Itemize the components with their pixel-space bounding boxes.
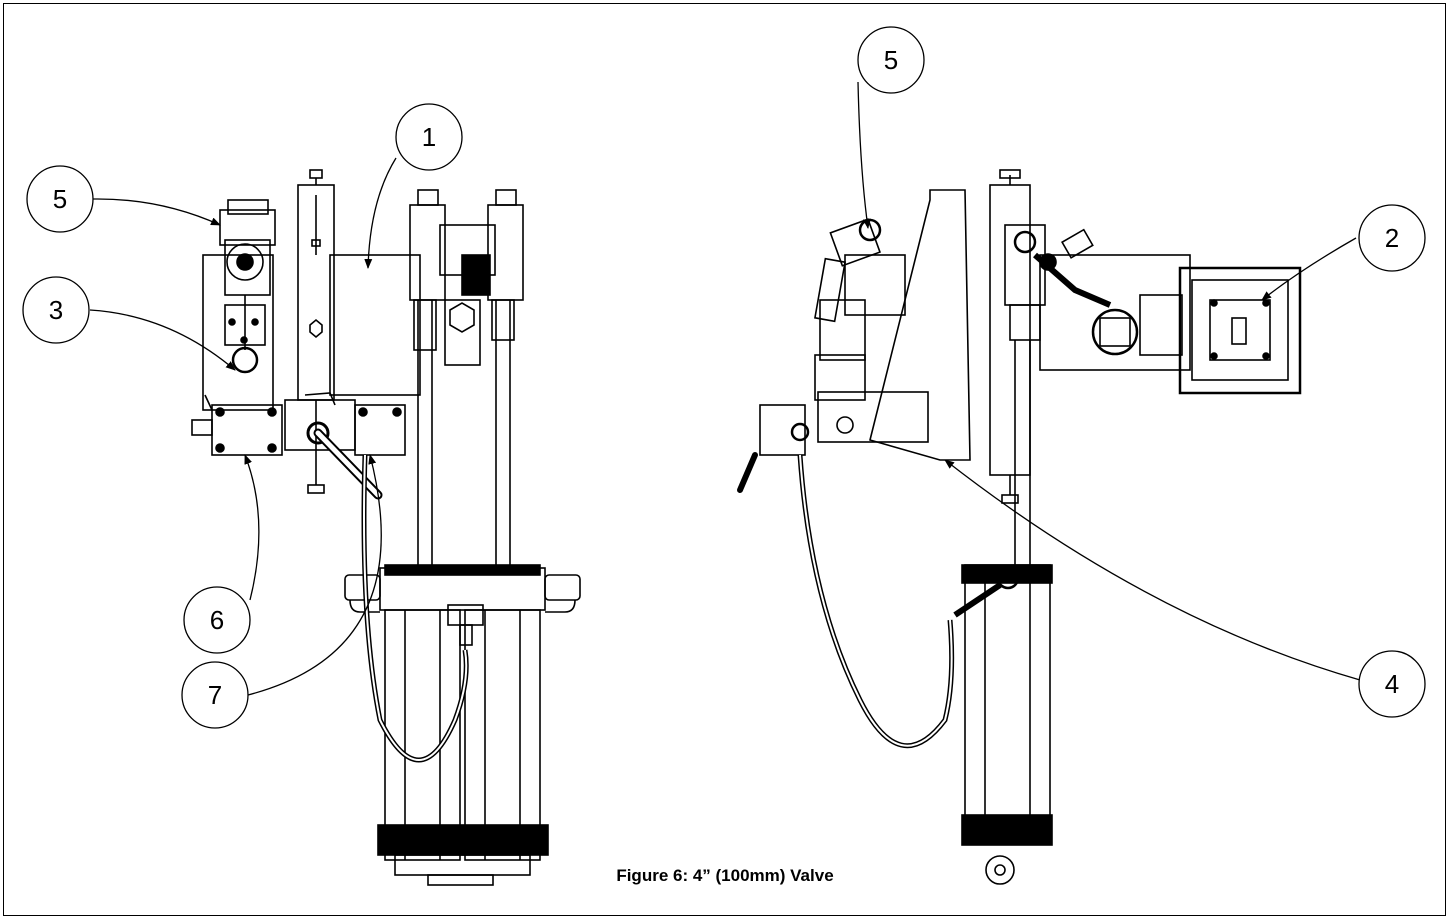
nut-icon	[449, 302, 475, 333]
callouts	[89, 81, 1361, 696]
callout-left-3	[22, 276, 90, 344]
callout-bubbles	[22, 26, 1426, 729]
actuator-wheel-icon	[226, 243, 264, 281]
left-valve-view	[191, 169, 581, 886]
callout-label-right-5: 5	[884, 45, 898, 75]
angled-bracket	[869, 189, 971, 461]
callout-6	[183, 586, 251, 654]
left-actuator	[202, 254, 274, 411]
right-cylinder	[964, 564, 1051, 831]
callout-label-4: 4	[1385, 669, 1399, 699]
callout-left-5	[26, 165, 94, 233]
callout-label-left-3: 3	[49, 295, 63, 325]
callout-label-left-5: 5	[53, 184, 67, 214]
figure-caption: Figure 6: 4” (100mm) Valve	[616, 866, 834, 885]
callout-7	[181, 661, 249, 729]
callout-label-7: 7	[208, 680, 222, 710]
callout-label-2: 2	[1385, 223, 1399, 253]
callout-label-6: 6	[210, 605, 224, 635]
callout-labels: 5 3 1 6 7 5 2 4	[49, 45, 1399, 710]
right-actuator	[1178, 266, 1302, 395]
callout-right-5	[857, 26, 925, 94]
figure-frame	[3, 3, 1446, 916]
hex-bolt-icon	[309, 318, 323, 339]
callout-2	[1358, 204, 1426, 272]
right-valve-view	[737, 169, 1302, 885]
callout-label-1: 1	[422, 122, 436, 152]
body-plate	[329, 254, 421, 396]
callout-1	[395, 103, 463, 171]
callout-4	[1358, 650, 1426, 718]
